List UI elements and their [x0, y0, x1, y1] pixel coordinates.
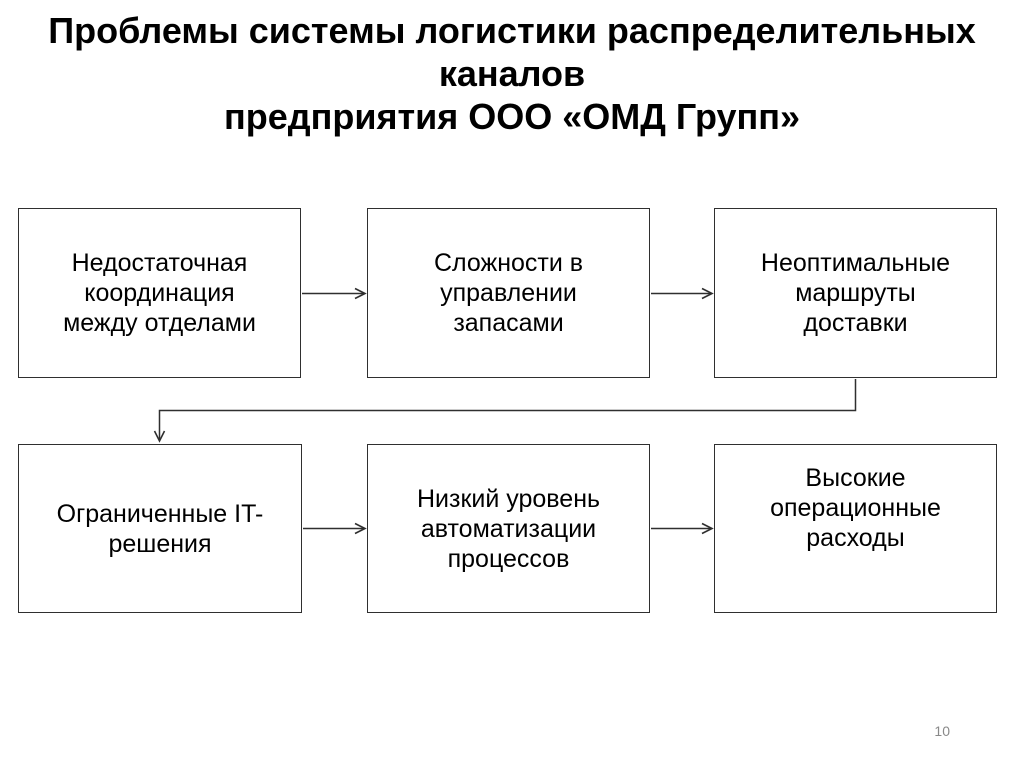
arrow-box3-to-box4-elbow [153, 379, 857, 443]
slide-title: Проблемы системы логистики распределител… [48, 10, 976, 137]
problem-box-limited-it-solutions: Ограниченные IT- решения [18, 444, 302, 613]
problem-box-inventory-management-difficulties: Сложности в управлении запасами [367, 208, 650, 378]
problem-box-suboptimal-delivery-routes: Неоптимальные маршруты доставки [714, 208, 997, 378]
page-number: 10 [934, 723, 950, 739]
problem-box-insufficient-coordination: Недостаточная координация между отделами [18, 208, 301, 378]
problem-box-low-process-automation: Низкий уровень автоматизации процессов [367, 444, 650, 613]
problem-box-high-operating-costs: Высокие операционные расходы [714, 444, 997, 613]
